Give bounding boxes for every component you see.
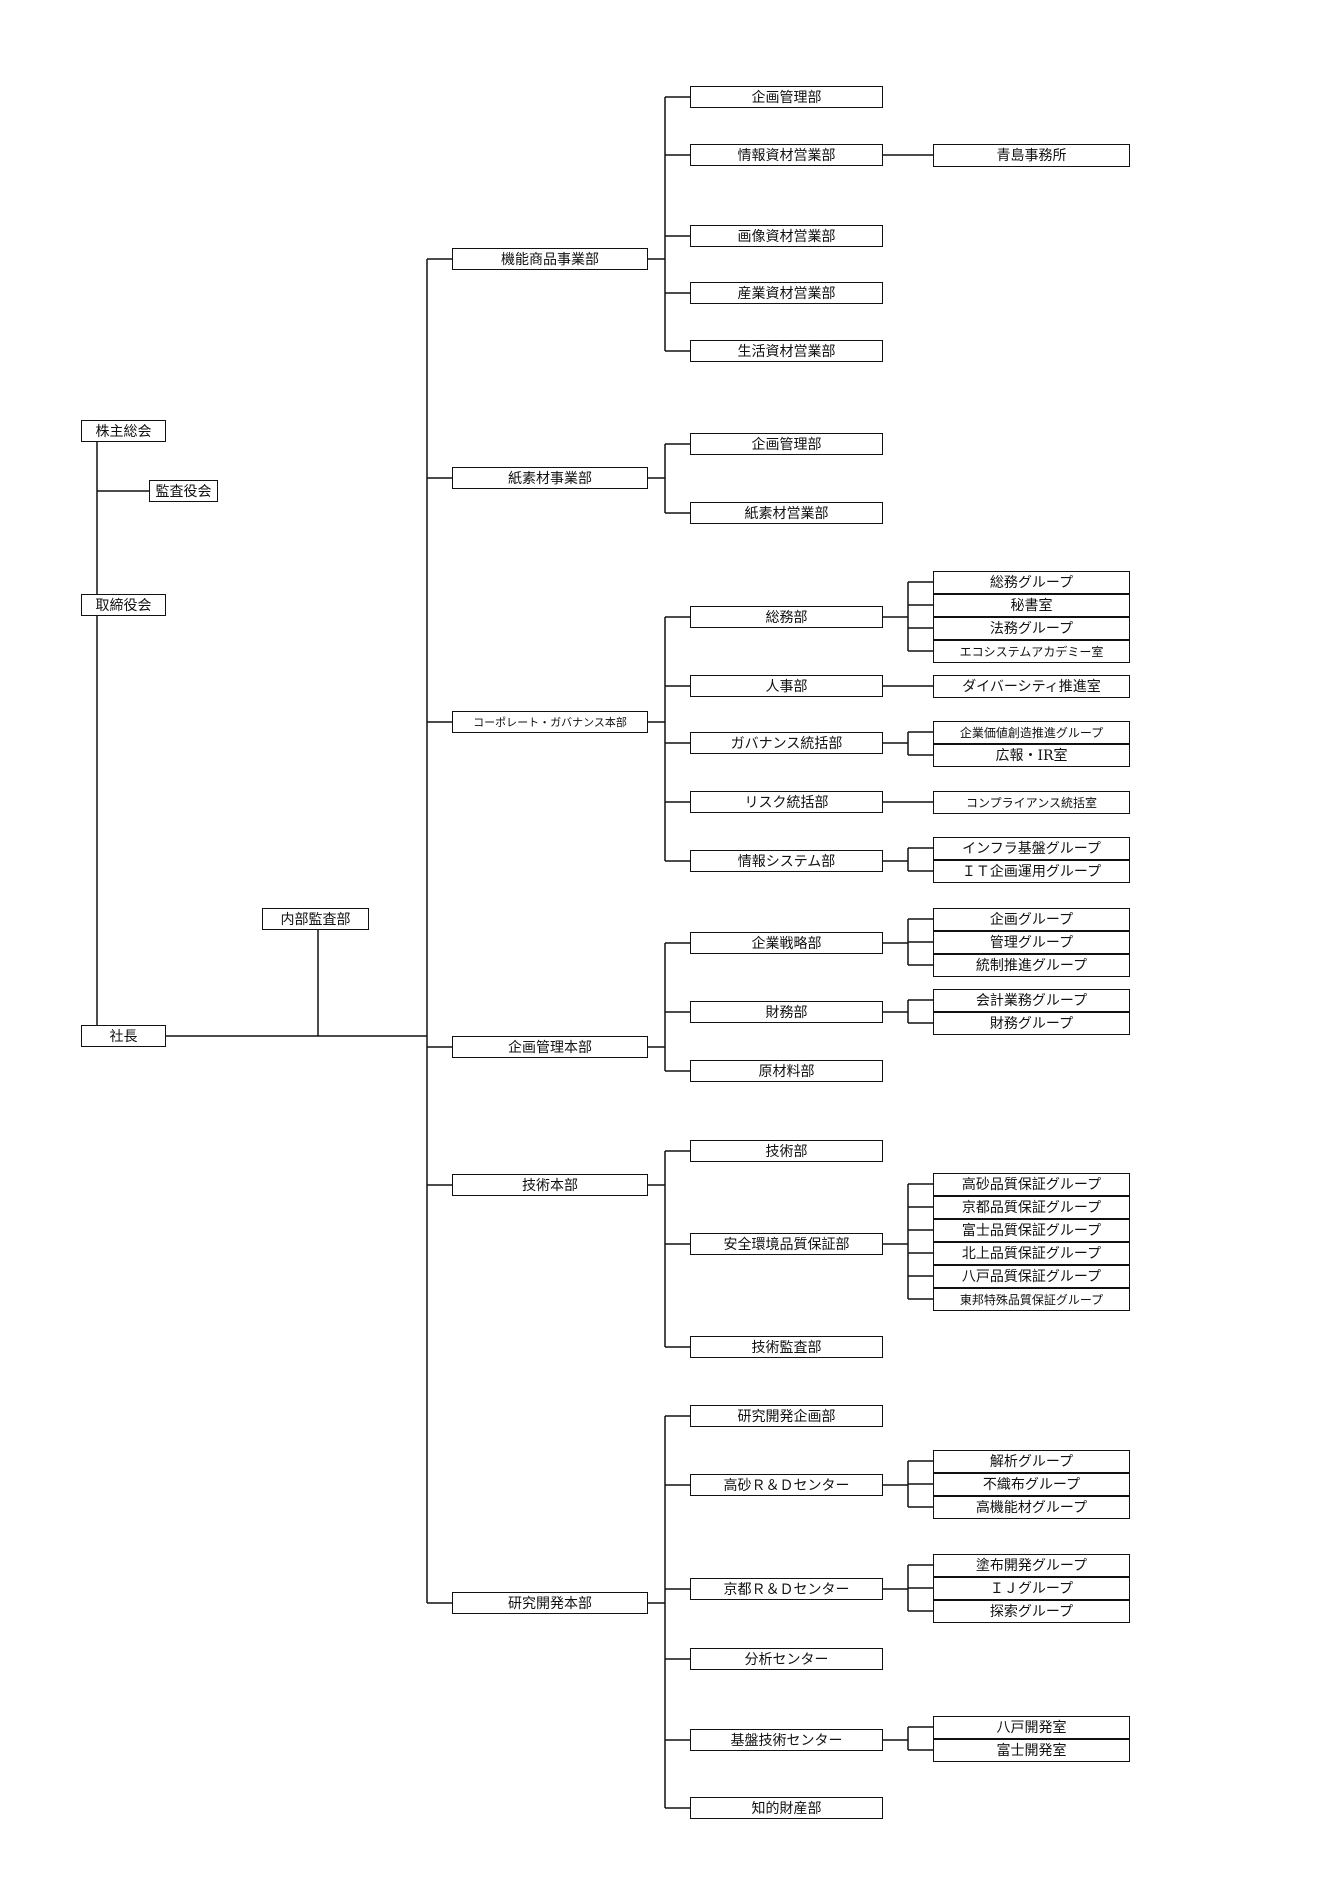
group-box: 不織布グループ [933,1472,1130,1496]
department-box: 原材料部 [690,1060,883,1082]
group-box: 塗布開発グループ [933,1553,1130,1577]
group-box: 管理グループ [933,930,1130,954]
group-box: 企画グループ [933,907,1130,931]
group-box: 会計業務グループ [933,988,1130,1012]
department-box: 研究開発企画部 [690,1405,883,1427]
shareholders-meeting-box: 株主総会 [81,420,166,442]
group-box: 財務グループ [933,1011,1130,1035]
department-box: 基盤技術センター [690,1729,883,1751]
department-box: 企業戦略部 [690,932,883,954]
group-box: 高機能材グループ [933,1495,1130,1519]
audit-board-box: 監査役会 [149,480,218,502]
group-box: 東邦特殊品質保証グループ [933,1287,1130,1311]
department-box: 高砂Ｒ＆Ｄセンター [690,1474,883,1496]
group-box: 解析グループ [933,1449,1130,1473]
group-box: 八戸開発室 [933,1715,1130,1739]
group-box: 青島事務所 [933,143,1130,167]
department-box: 京都Ｒ＆Ｄセンター [690,1578,883,1600]
department-box: 画像資材営業部 [690,225,883,247]
division-box: 研究開発本部 [452,1592,648,1614]
division-box: 紙素材事業部 [452,467,648,489]
department-box: 企画管理部 [690,433,883,455]
division-box: コーポレート・ガバナンス本部 [452,711,648,733]
department-box: 分析センター [690,1648,883,1670]
department-box: リスク統括部 [690,791,883,813]
president-box: 社長 [81,1025,166,1047]
department-box: 財務部 [690,1001,883,1023]
department-box: 情報資材営業部 [690,144,883,166]
internal-audit-box: 内部監査部 [262,908,369,930]
group-box: 広報・IR室 [933,743,1130,767]
group-box: 北上品質保証グループ [933,1241,1130,1265]
department-box: 情報システム部 [690,850,883,872]
group-box: エコシステムアカデミー室 [933,639,1130,663]
department-box: 安全環境品質保証部 [690,1233,883,1255]
department-box: 技術部 [690,1140,883,1162]
group-box: 八戸品質保証グループ [933,1264,1130,1288]
division-box: 機能商品事業部 [452,248,648,270]
group-box: 総務グループ [933,570,1130,594]
department-box: 企画管理部 [690,86,883,108]
group-box: 企業価値創造推進グループ [933,720,1130,744]
group-box: コンプライアンス統括室 [933,790,1130,814]
department-box: 産業資材営業部 [690,282,883,304]
group-box: 統制推進グループ [933,953,1130,977]
department-box: 人事部 [690,675,883,697]
group-box: 富士開発室 [933,1738,1130,1762]
division-box: 技術本部 [452,1174,648,1196]
group-box: インフラ基盤グループ [933,836,1130,860]
department-box: 総務部 [690,606,883,628]
group-box: ダイバーシティ推進室 [933,674,1130,698]
department-box: 知的財産部 [690,1797,883,1819]
board-of-directors-box: 取締役会 [81,594,166,616]
department-box: 紙素材営業部 [690,502,883,524]
group-box: 京都品質保証グループ [933,1195,1130,1219]
group-box: 探索グループ [933,1599,1130,1623]
department-box: 生活資材営業部 [690,340,883,362]
group-box: ＩＴ企画運用グループ [933,859,1130,883]
department-box: ガバナンス統括部 [690,732,883,754]
department-box: 技術監査部 [690,1336,883,1358]
group-box: 高砂品質保証グループ [933,1172,1130,1196]
group-box: ＩＪグループ [933,1576,1130,1600]
group-box: 富士品質保証グループ [933,1218,1130,1242]
group-box: 法務グループ [933,616,1130,640]
division-box: 企画管理本部 [452,1036,648,1058]
group-box: 秘書室 [933,593,1130,617]
